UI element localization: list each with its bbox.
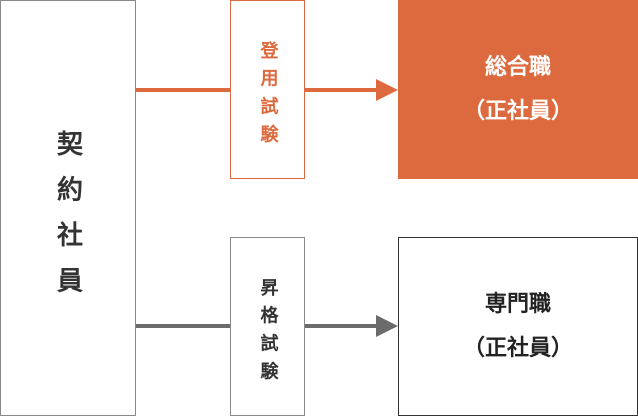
specialist-position-box: 専門職 （正社員） <box>398 237 638 416</box>
contract-employee-label: 契約社員 <box>52 130 83 312</box>
general-position-box: 総合職 （正社員） <box>398 0 638 179</box>
general-position-subtitle: （正社員） <box>462 98 573 124</box>
top-arrow-head <box>376 79 398 101</box>
bottom-arrow-head <box>376 315 398 337</box>
promotion-appointment-exam-label: 登用試験 <box>257 40 279 153</box>
advancement-exam-label: 昇格試験 <box>257 277 279 390</box>
promotion-appointment-exam-box: 登用試験 <box>230 0 305 179</box>
general-position-title: 総合職 <box>484 54 551 80</box>
contract-employee-box: 契約社員 <box>0 0 136 416</box>
advancement-exam-box: 昇格試験 <box>230 237 305 416</box>
specialist-position-title: 専門職 <box>484 291 551 317</box>
specialist-position-subtitle: （正社員） <box>462 335 573 361</box>
